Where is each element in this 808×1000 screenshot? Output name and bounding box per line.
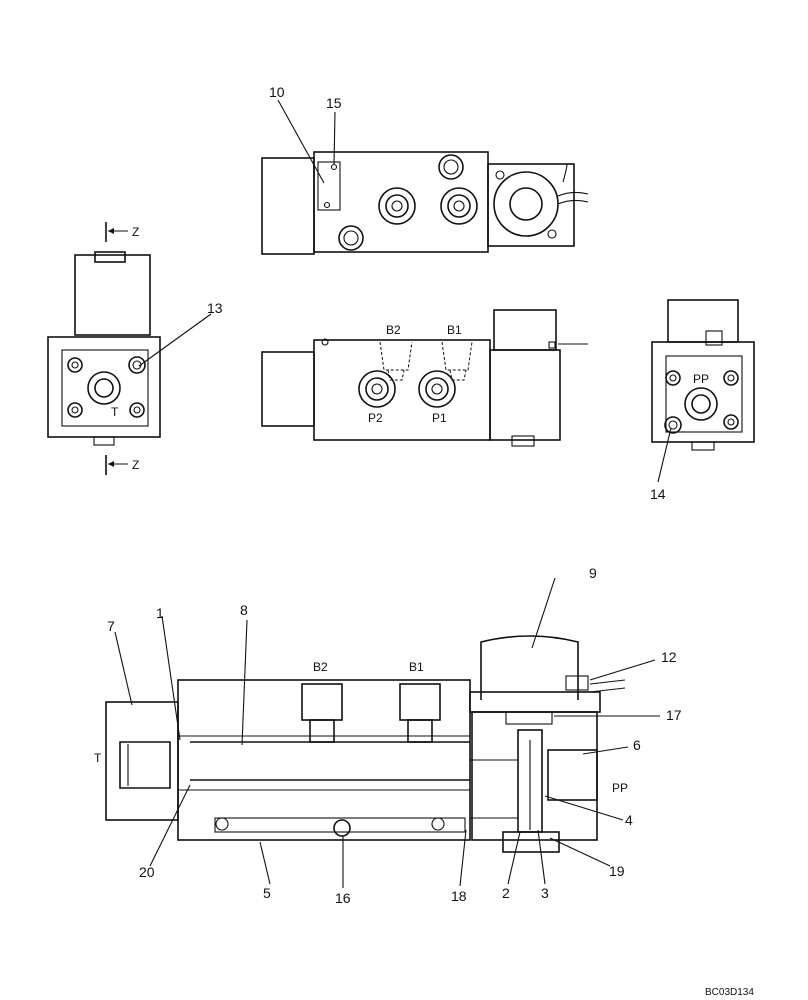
callout-12: 12 <box>661 649 677 665</box>
callout-1: 1 <box>156 605 164 621</box>
callout-14: 14 <box>650 486 666 502</box>
callout-3: 3 <box>541 885 549 901</box>
section-view <box>105 635 626 853</box>
callout-18: 18 <box>451 888 467 904</box>
callouts: 10 15 13 14 9 12 7 1 8 17 6 4 19 20 5 16… <box>107 84 682 906</box>
callout-13: 13 <box>207 300 223 316</box>
callout-5: 5 <box>263 885 271 901</box>
callout-4: 4 <box>625 812 633 828</box>
end-view-right <box>651 299 755 451</box>
section-mark-bottom: Z <box>132 458 139 472</box>
leader-lines <box>114 99 672 888</box>
port-labels: T B2 B1 P2 P1 PP B2 B1 T PP Z Z <box>94 225 709 795</box>
port-label-b2-section: B2 <box>313 660 328 674</box>
port-label-pp-section: PP <box>612 781 628 795</box>
callout-10: 10 <box>269 84 285 100</box>
port-label-b2-front: B2 <box>386 323 401 337</box>
callout-15: 15 <box>326 95 342 111</box>
section-mark-top: Z <box>132 225 139 239</box>
callout-7: 7 <box>107 618 115 634</box>
port-label-p2: P2 <box>368 411 383 425</box>
callout-17: 17 <box>666 707 682 723</box>
callout-9: 9 <box>589 565 597 581</box>
port-label-b1-section: B1 <box>409 660 424 674</box>
end-view-left <box>47 222 161 475</box>
callout-16: 16 <box>335 890 351 906</box>
callout-2: 2 <box>502 885 510 901</box>
port-label-pp-end: PP <box>693 372 709 386</box>
top-view <box>261 151 589 255</box>
figure-reference: BC03D134 <box>705 987 754 998</box>
front-view <box>261 309 588 447</box>
callout-19: 19 <box>609 863 625 879</box>
port-label-p1: P1 <box>432 411 447 425</box>
port-label-t-end: T <box>111 405 119 419</box>
port-label-t-section: T <box>94 751 102 765</box>
callout-8: 8 <box>240 602 248 618</box>
port-label-b1-front: B1 <box>447 323 462 337</box>
callout-6: 6 <box>633 737 641 753</box>
callout-20: 20 <box>139 864 155 880</box>
